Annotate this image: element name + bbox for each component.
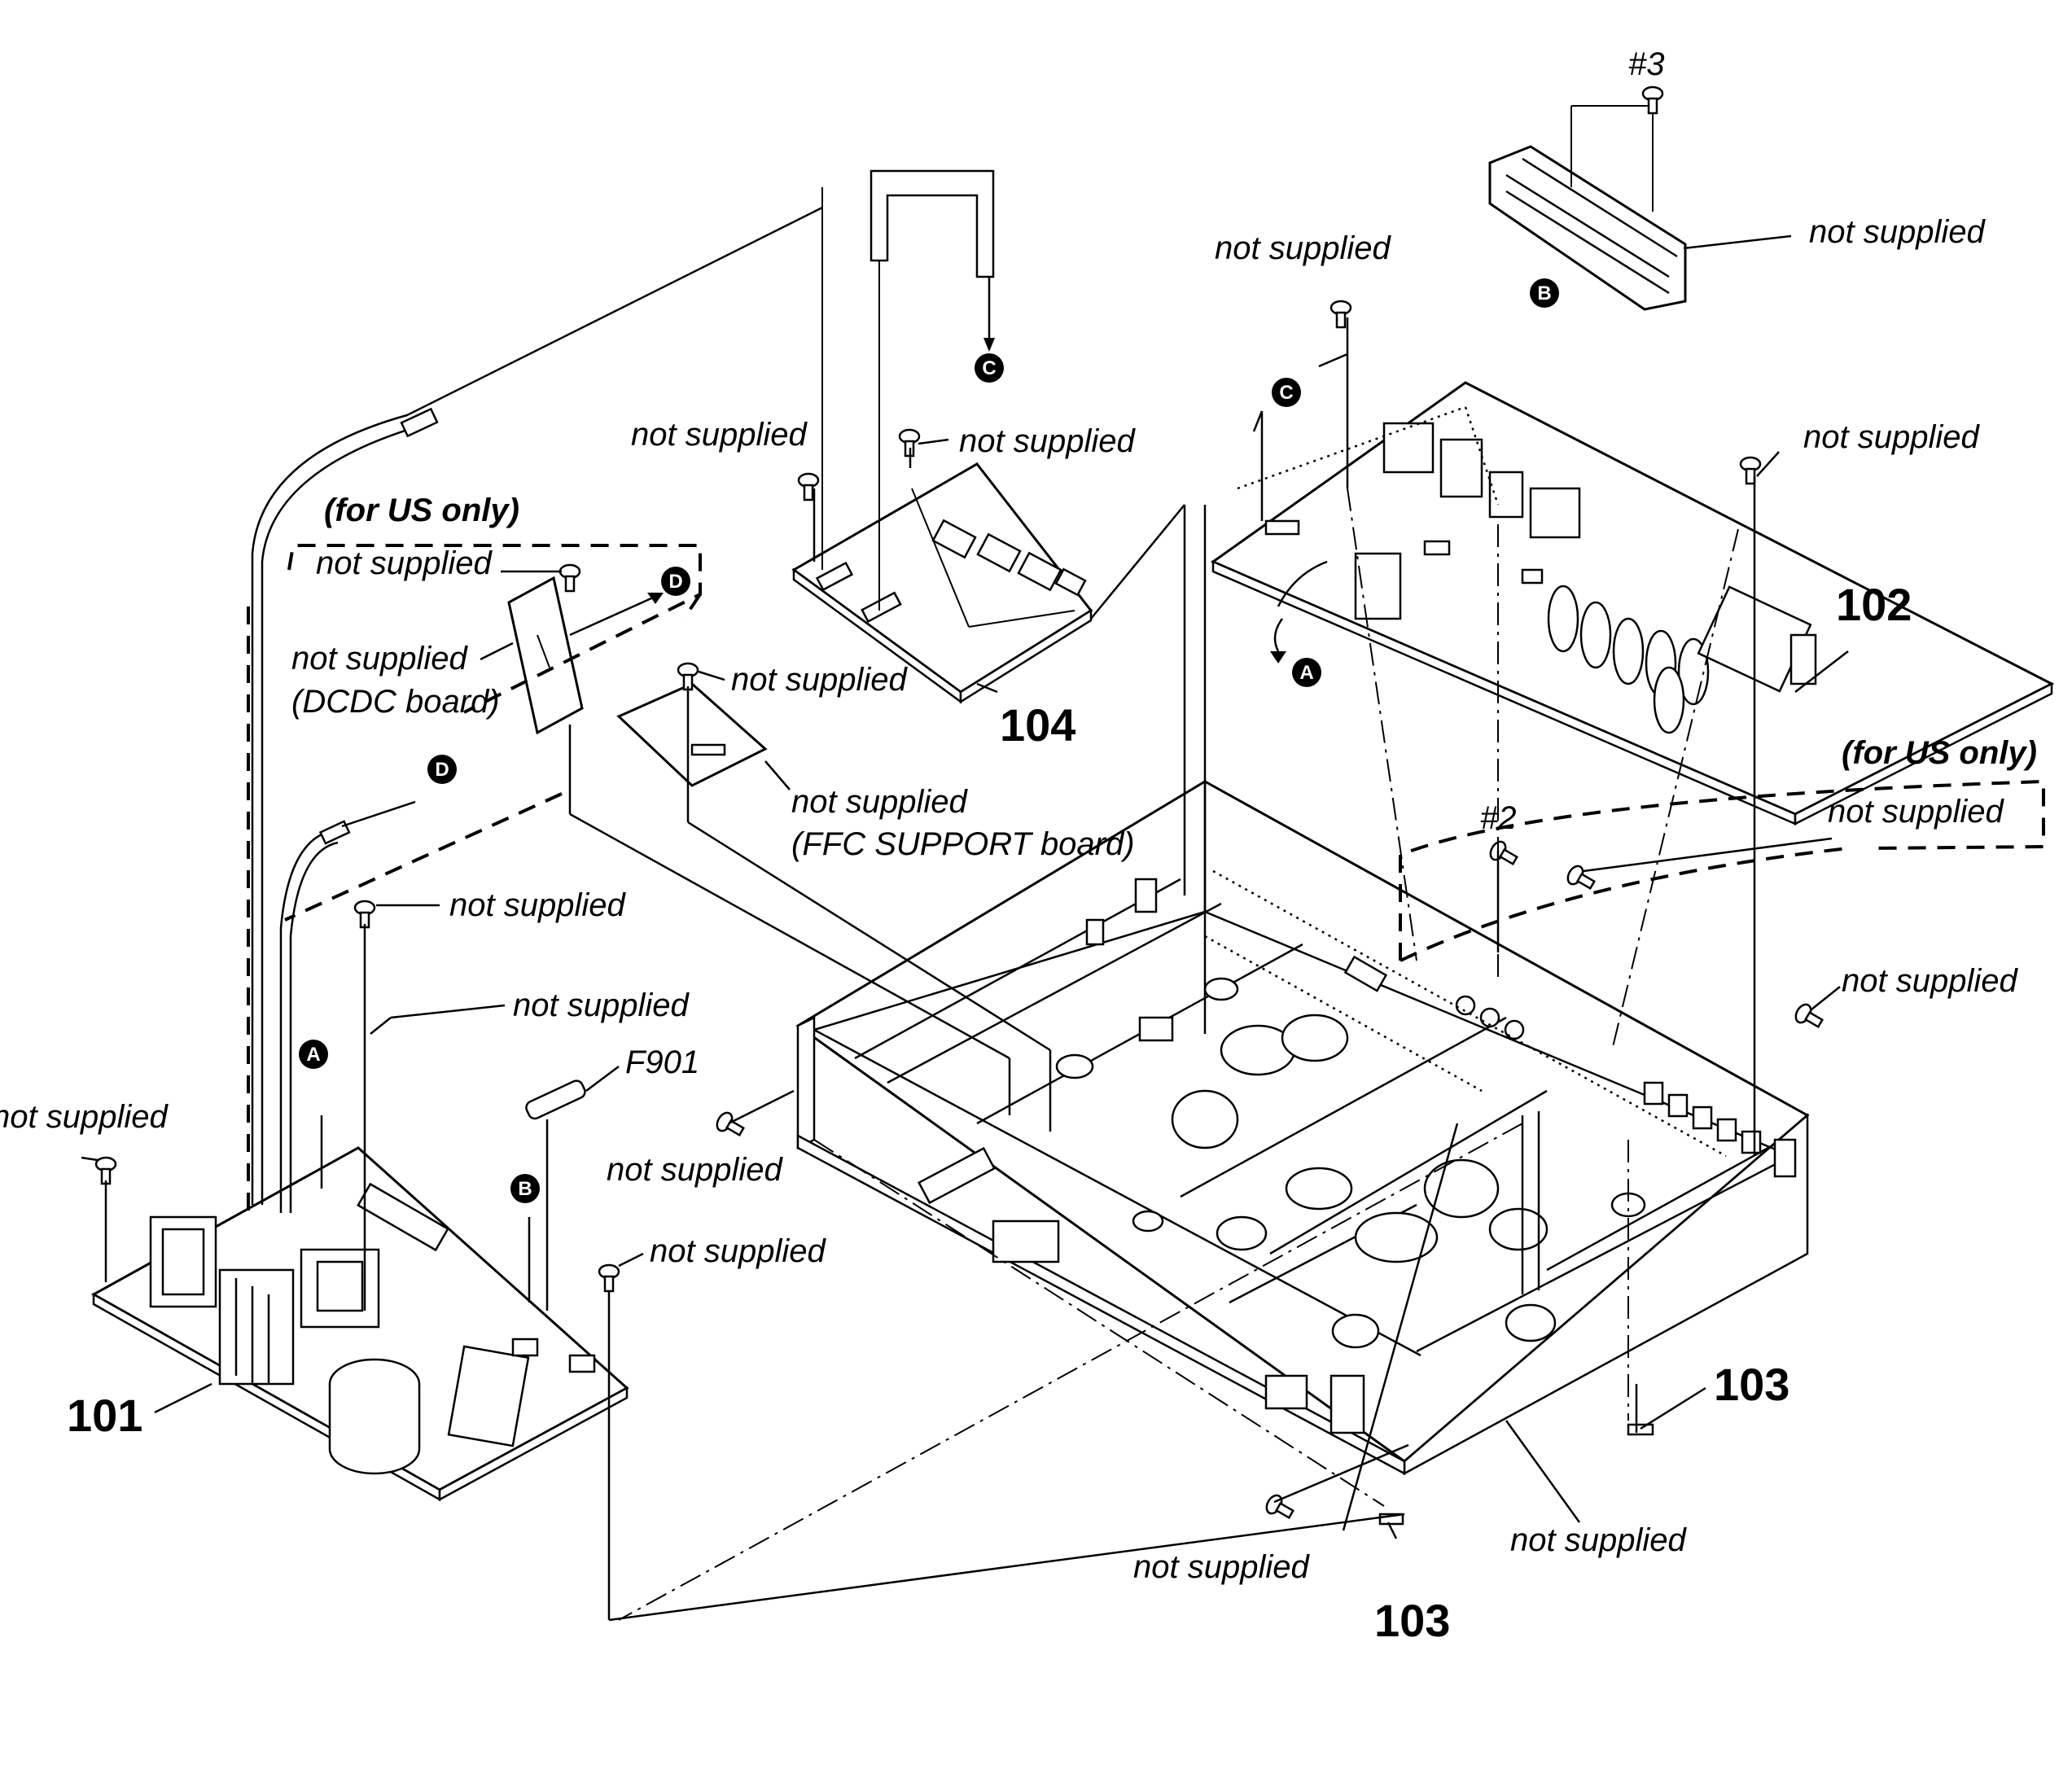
chassis	[795, 780, 1810, 1526]
label-not-supplied: not supplied	[650, 1233, 826, 1269]
label-not-supplied: not supplied	[631, 417, 808, 453]
label-not-supplied: not supplied	[731, 662, 908, 698]
marker-a-102: A	[1292, 658, 1321, 687]
bracket-top-right	[1488, 105, 1687, 311]
screw-icon	[1739, 456, 1762, 485]
screw-icon	[94, 1156, 117, 1185]
callout-labels: #3 #2 not supplied not supplied not supp…	[0, 46, 2037, 1585]
label-dcdc-board: (DCDC board)	[291, 684, 500, 720]
board-104	[791, 462, 1093, 704]
label-not-supplied: not supplied	[1828, 794, 2004, 830]
label-not-supplied: not supplied	[1133, 1549, 1310, 1585]
svg-text:A: A	[1299, 662, 1313, 684]
board-102	[1210, 381, 2055, 826]
leader-lines	[81, 234, 1849, 1622]
label-not-supplied: not supplied	[959, 423, 1136, 459]
fuse-f901	[525, 1079, 586, 1120]
screw-icon	[716, 1111, 745, 1137]
label-not-supplied: not supplied	[1803, 419, 1980, 455]
label-not-supplied: not supplied	[1809, 214, 1986, 250]
screw-icon	[598, 1263, 620, 1293]
svg-text:A: A	[306, 1044, 320, 1066]
label-hash2: #2	[1480, 800, 1517, 836]
svg-text:D: D	[668, 571, 682, 593]
marker-d-upper: D	[661, 567, 690, 596]
screw-icon	[1566, 865, 1596, 891]
ffc-cable	[821, 169, 995, 611]
label-not-supplied: not supplied	[0, 1099, 169, 1135]
label-not-supplied: not supplied	[791, 784, 968, 820]
part-number-104: 104	[1000, 699, 1075, 751]
marker-a-101: A	[299, 1040, 328, 1069]
label-not-supplied: not supplied	[1510, 1522, 1687, 1558]
screw-icon	[1265, 1494, 1294, 1520]
svg-text:B: B	[1537, 282, 1551, 304]
svg-text:B: B	[518, 1178, 532, 1200]
label-for-us-only: (for US only)	[1842, 735, 2037, 771]
label-f901: F901	[625, 1044, 699, 1080]
dcdc-board	[507, 576, 584, 735]
label-not-supplied: not supplied	[316, 545, 493, 581]
svg-text:D: D	[435, 759, 449, 781]
part-number-103: 103	[1374, 1595, 1450, 1646]
label-hash3: #3	[1628, 46, 1665, 82]
screw-icon	[1794, 1003, 1824, 1029]
part-number-101: 101	[67, 1390, 142, 1441]
label-not-supplied: not supplied	[607, 1152, 783, 1188]
harness-lines	[251, 206, 823, 1213]
circle-markers: C C B A D D A B	[299, 278, 1559, 1203]
marker-c-top: C	[975, 353, 1004, 383]
svg-text:C: C	[982, 357, 996, 379]
marker-b-101: B	[510, 1174, 540, 1203]
svg-text:C: C	[1279, 382, 1293, 404]
label-for-us-only: (for US only)	[324, 493, 519, 528]
marker-b-102: B	[1530, 278, 1559, 308]
screw-icon	[1641, 85, 1664, 115]
label-not-supplied: not supplied	[513, 987, 690, 1023]
screw-icon	[797, 472, 820, 501]
label-not-supplied: not supplied	[291, 641, 468, 677]
screw-icon	[1489, 840, 1518, 866]
us-only-outline-left	[247, 544, 702, 1213]
part-number-102: 102	[1836, 579, 1912, 630]
label-not-supplied: not supplied	[1215, 230, 1391, 266]
label-not-supplied: not supplied	[449, 887, 626, 923]
screw-icon	[559, 563, 581, 593]
us-only-outline-right	[1399, 779, 2045, 962]
ffc-support-board	[616, 682, 768, 787]
screw-icon	[1329, 300, 1352, 329]
part-numbers: 101 102 103 103 104	[67, 579, 1912, 1646]
part-number-103: 103	[1714, 1359, 1789, 1410]
screw-icon	[353, 900, 376, 929]
label-not-supplied: not supplied	[1842, 963, 2018, 999]
marker-c-102: C	[1272, 378, 1301, 407]
label-ffc-support-board: (FFC SUPPORT board)	[791, 826, 1135, 862]
marker-d-lower: D	[427, 755, 457, 784]
